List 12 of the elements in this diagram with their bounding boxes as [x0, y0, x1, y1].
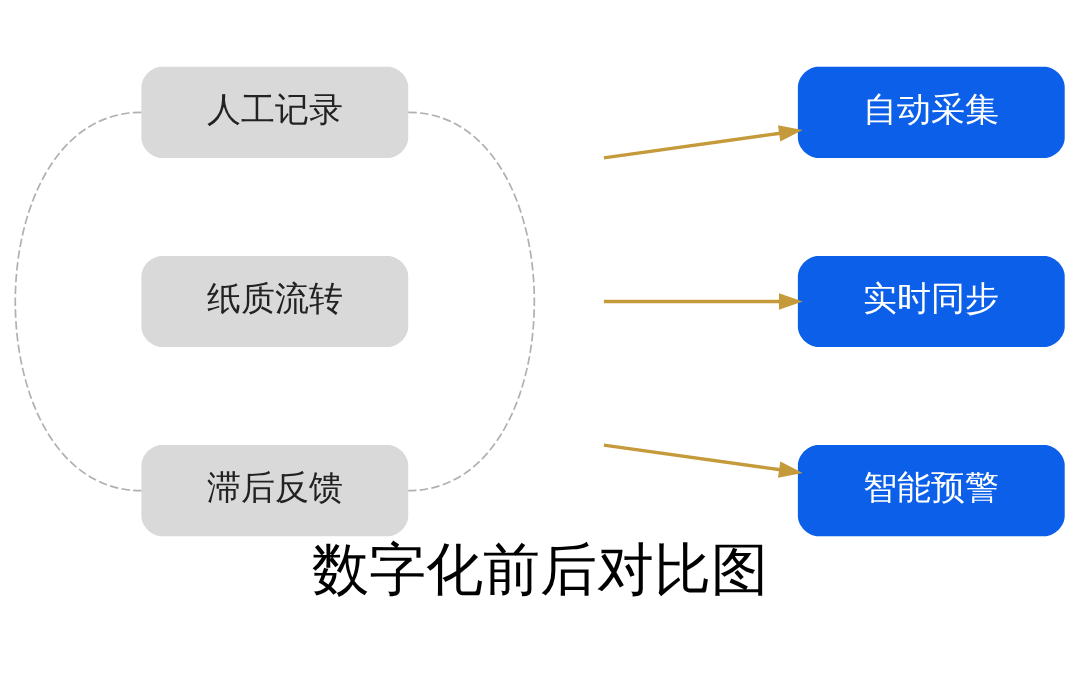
arrow — [603, 292, 803, 310]
node-box: 智能预警 — [797, 444, 1065, 536]
node-box: 人工记录 — [141, 66, 409, 158]
node-box: 实时同步 — [797, 255, 1065, 347]
node-box: 自动采集 — [797, 66, 1065, 158]
connector — [407, 111, 536, 491]
arrow — [603, 442, 803, 478]
node-box: 滞后反馈 — [141, 444, 409, 536]
connector — [14, 111, 143, 491]
arrow — [603, 124, 803, 160]
node-box: 纸质流转 — [141, 255, 409, 347]
caption: 数字化前后对比图 — [311, 535, 768, 603]
